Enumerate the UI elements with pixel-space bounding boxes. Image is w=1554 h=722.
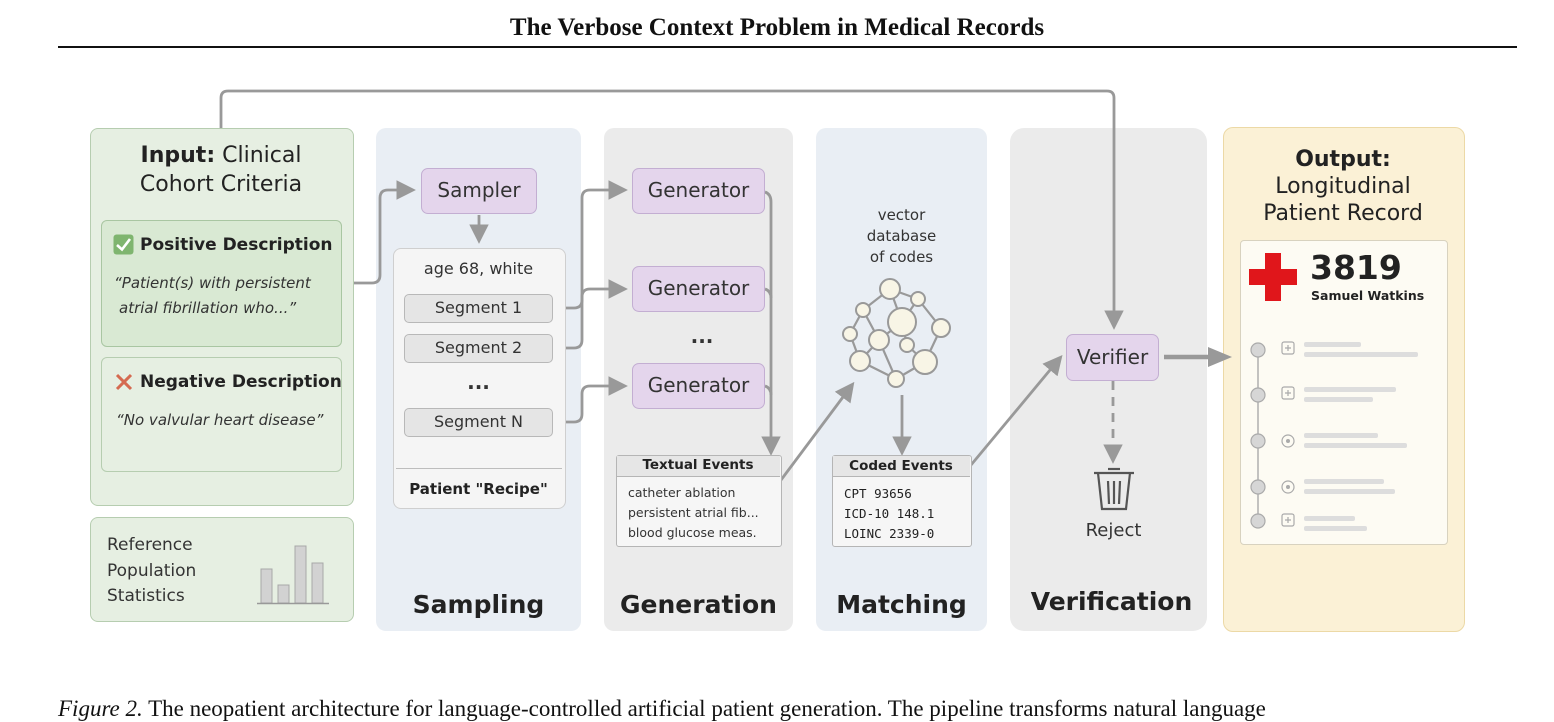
textual-event-item: persistent atrial fib... [628, 505, 759, 520]
reference-line2: Population [107, 561, 197, 581]
patient-name: Samuel Watkins [1311, 288, 1425, 303]
generator-ellipsis: ... [690, 324, 714, 348]
negative-label: Negative Description [140, 372, 342, 392]
positive-label: Positive Description [140, 235, 333, 255]
output-line2: Patient Record [1263, 201, 1423, 226]
textual-events-title: Textual Events [642, 457, 754, 473]
negative-text: “No valvular heart disease” [116, 411, 324, 429]
matching-label: Matching [836, 590, 967, 619]
textual-to-vectordb-arrow [779, 381, 855, 481]
segment-2: Segment 2 [404, 334, 553, 363]
input-title-line2: Cohort Criteria [139, 172, 303, 197]
textual-events-header [617, 456, 780, 477]
coded-event-item: LOINC 2339-0 [844, 526, 935, 541]
figure-caption: Figure 2. The neopatient architecture fo… [58, 696, 1528, 722]
generator3-merge [764, 384, 773, 396]
positive-description-box [101, 220, 342, 347]
patient-id: 3819 [1310, 248, 1402, 287]
textual-event-item: catheter ablation [628, 485, 736, 500]
patient-recipe-card [393, 248, 566, 509]
sampler-node: Sampler [421, 168, 537, 214]
verification-label: Verification [1030, 587, 1193, 616]
verifier-node: Verifier [1066, 334, 1159, 381]
generators-to-textual-arrow [761, 190, 781, 456]
verifier-to-output-arrowhead [1208, 347, 1232, 367]
vector-db-line3: of codes [869, 248, 934, 266]
output-line1: Longitudinal [1275, 174, 1411, 199]
vector-db-line1: vector [877, 206, 926, 224]
generator-node-3: Generator [632, 363, 765, 409]
bypass-arrow [219, 89, 1124, 330]
recipe-demographics: age 68, white [423, 259, 534, 278]
coded-events-header [833, 456, 970, 477]
cross-icon [115, 373, 133, 391]
sampling-label: Sampling [412, 590, 545, 619]
reference-line3: Statistics [107, 586, 185, 606]
segment1-to-generator-arrow [565, 180, 628, 310]
bar-chart-icon [257, 545, 329, 605]
trash-icon [1094, 467, 1134, 511]
input-title: Input: Clinical Cohort Criteria [90, 141, 352, 199]
header-rule [58, 46, 1517, 48]
segmentn-to-generator-arrow [565, 376, 628, 424]
medical-cross-icon [1249, 253, 1297, 301]
coded-events-title: Coded Events [849, 458, 953, 474]
segment-1: Segment 1 [404, 294, 553, 323]
vector-database-network-icon [842, 278, 951, 388]
generator-node-2: Generator [632, 266, 765, 312]
positive-text-line2: atrial fibrillation who...” [119, 299, 297, 317]
output-title-bold: Output: [1295, 147, 1391, 172]
vector-db-line2: database [866, 227, 937, 245]
reference-statistics-box [90, 517, 354, 622]
segment-n: Segment N [404, 408, 553, 437]
input-title-bold: Input: [140, 143, 216, 168]
figure-caption-text: The neopatient architecture for language… [148, 696, 1266, 721]
output-title: Output: Longitudinal Patient Record [1223, 146, 1463, 227]
patient-timeline [1250, 341, 1418, 531]
recipe-divider [396, 468, 562, 469]
negative-description-box [101, 357, 342, 472]
generator2-merge [764, 287, 773, 299]
segment2-to-generator-arrow [565, 279, 628, 350]
coded-event-item: ICD-10 148.1 [844, 506, 935, 521]
coded-to-verifier-arrow [969, 354, 1063, 466]
check-icon [113, 234, 134, 255]
vector-db-label: vector database of codes [816, 205, 987, 268]
figure-caption-label: Figure 2. [58, 696, 143, 721]
segment-ellipsis: ... [467, 370, 490, 394]
textual-event-item: blood glucose meas. [628, 525, 757, 540]
reject-label: Reject [1085, 520, 1142, 541]
input-title-rest: Clinical [215, 143, 302, 168]
running-title: The Verbose Context Problem in Medical R… [509, 14, 1045, 41]
coded-event-item: CPT 93656 [844, 486, 912, 501]
reference-line1: Reference [107, 535, 193, 555]
recipe-label: Patient "Recipe" [409, 480, 548, 498]
input-to-sampler-arrow [352, 180, 416, 285]
positive-text-line1: “Patient(s) with persistent [114, 274, 311, 292]
generator-node-1: Generator [632, 168, 765, 214]
generation-label: Generation [620, 590, 777, 619]
